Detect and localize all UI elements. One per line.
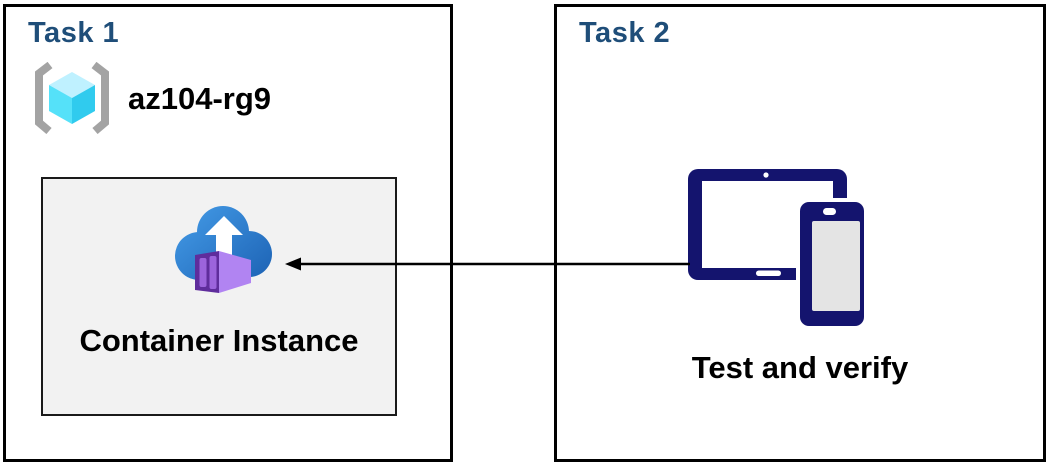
resource-group-name: az104-rg9 [128,81,272,116]
container-instance-label: Container Instance [79,323,359,358]
devices-icon [688,169,868,328]
rg-left-bracket [35,62,53,134]
tablet-camera-dot [763,172,769,178]
task2-box: Task 2 Test and verify [554,4,1046,462]
test-and-verify-label: Test and verify [691,350,909,385]
phone-speaker [823,208,836,215]
task2-title: Task 2 [579,17,671,49]
task1-box: Task 1 az104-rg9 [3,4,453,462]
arrowhead-icon [285,257,301,271]
container-instance-box: Container Instance [41,177,397,416]
tablet-home-button [756,270,781,276]
connector-arrow [285,257,690,271]
rg-cube-icon [49,72,95,124]
phone-icon [796,198,868,328]
container-icon [195,251,251,293]
task1-title: Task 1 [28,17,120,49]
upload-arrow-icon [205,216,243,260]
container-instance-icon [175,206,272,293]
resource-group-icon [35,62,109,134]
rg-right-bracket [91,62,109,134]
